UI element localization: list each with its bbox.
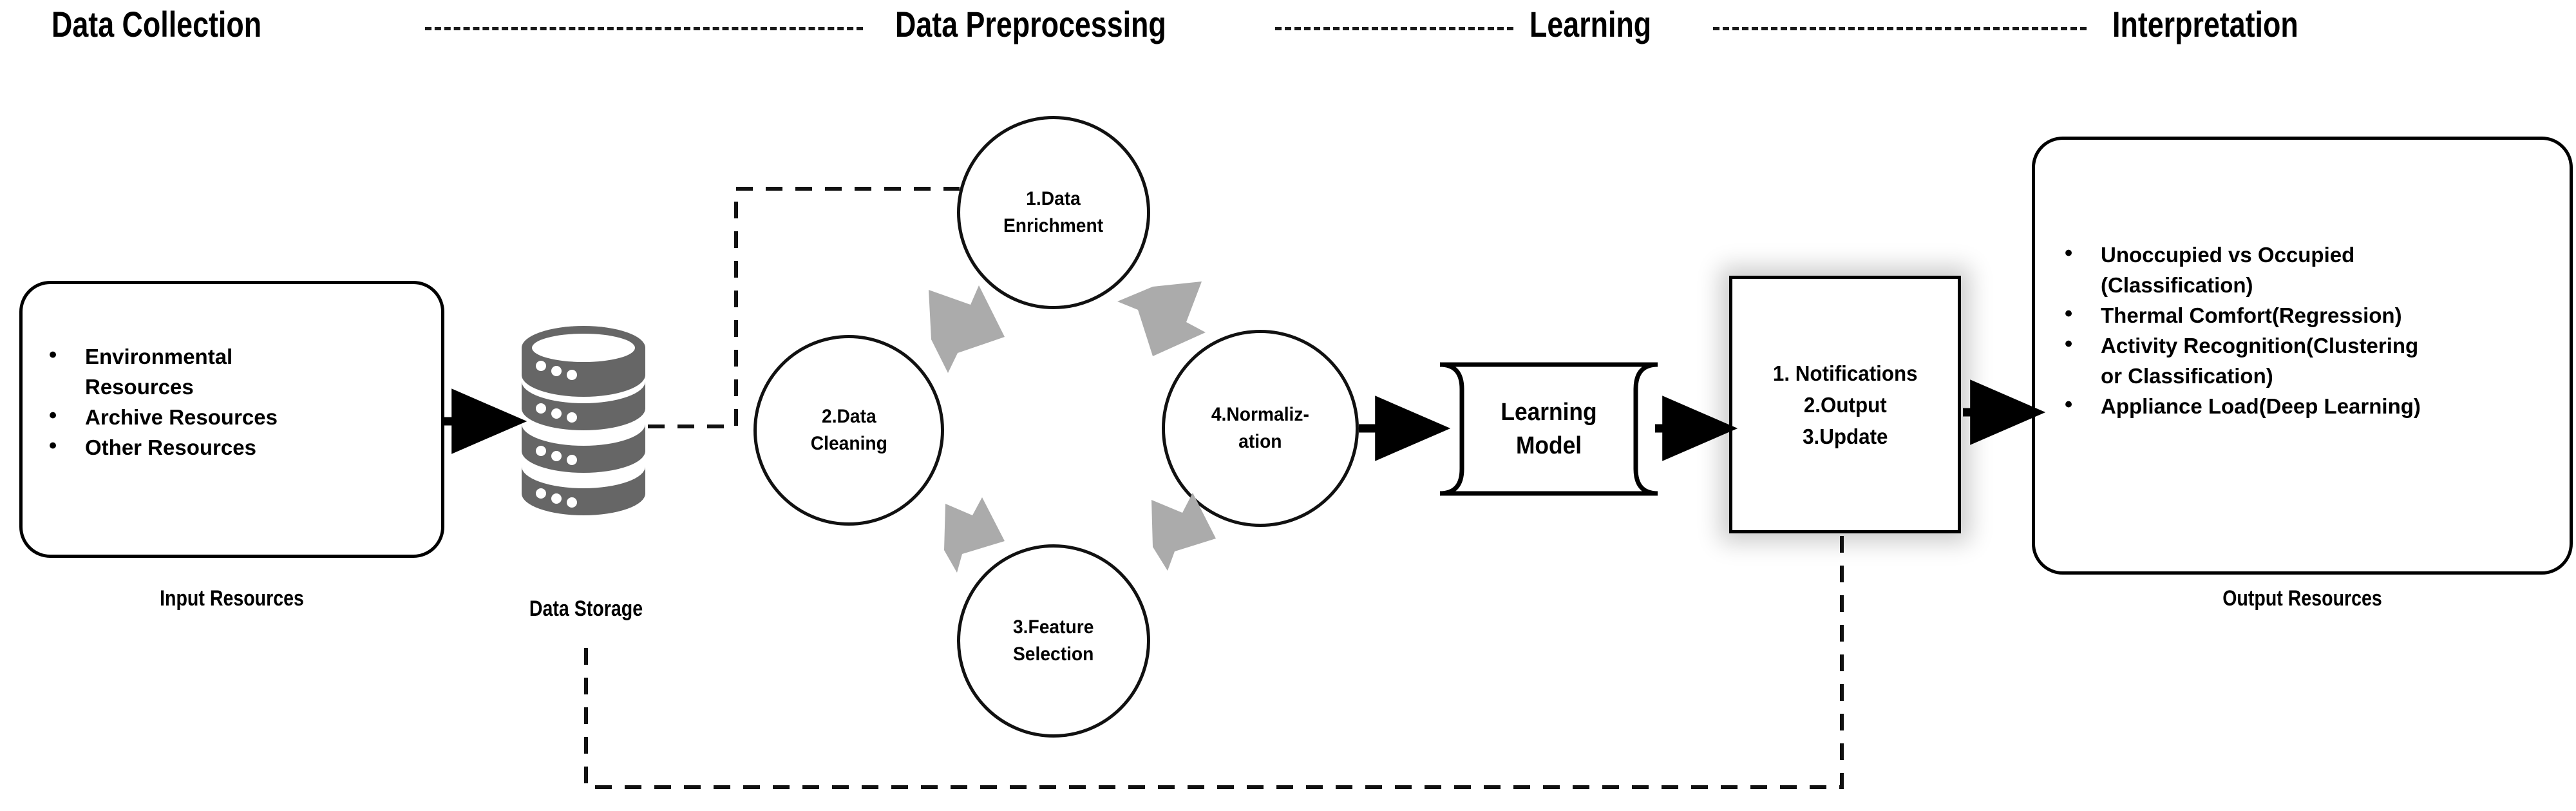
interpretation-output-label: 1. Notifications 2.Output 3.Update: [1772, 361, 1918, 448]
phase-label-interpretation: Interpretation: [2112, 4, 2298, 44]
cycle-arrow-feature-to-cleaning: [944, 497, 1005, 573]
phase-divider-1: [425, 27, 863, 30]
list-item: Activity Recognition(Clustering or Class…: [2061, 329, 2563, 391]
interpretation-output-box: 1. Notifications 2.Output 3.Update: [1729, 276, 1961, 533]
step-circle-data-enrichment: 1.Data Enrichment: [957, 116, 1150, 309]
phase-label-learning: Learning: [1530, 4, 1652, 44]
output-resources-list: Unoccupied vs Occupied (Classification) …: [2061, 238, 2563, 421]
step-circle-feature-selection: 3.Feature Selection: [957, 544, 1150, 738]
phase-label-data-preprocessing: Data Preprocessing: [895, 4, 1166, 44]
list-item: Unoccupied vs Occupied (Classification): [2061, 238, 2563, 300]
step-label: 2.Data Cleaning: [810, 406, 887, 454]
input-resources-list: Environmental Resources Archive Resource…: [45, 340, 425, 463]
step-label: 4.Normaliz- ation: [1211, 404, 1310, 452]
cycle-arrow-enrichment-to-normalization: [1117, 281, 1206, 356]
data-storage-caption: Data Storage: [529, 596, 643, 621]
learning-model-label: Learning Model: [1501, 399, 1597, 459]
dashed-feedback-loop: [584, 536, 1844, 789]
list-item: Other Resources: [45, 431, 425, 463]
cycle-arrow-cleaning-to-enrichment: [929, 285, 1005, 373]
step-label: 3.Feature Selection: [1013, 616, 1094, 665]
list-item: Archive Resources: [45, 401, 425, 432]
list-item: Appliance Load(Deep Learning): [2061, 390, 2563, 421]
phase-divider-2: [1275, 27, 1513, 30]
database-cylinder-icon: [519, 326, 648, 526]
learning-model-shape: Learning Model: [1436, 361, 1662, 497]
output-resources-caption: Output Resources: [2222, 586, 2382, 611]
phase-label-data-collection: Data Collection: [52, 4, 262, 44]
input-resources-caption: Input Resources: [160, 586, 304, 611]
step-circle-normalization: 4.Normaliz- ation: [1162, 330, 1359, 527]
list-item: Thermal Comfort(Regression): [2061, 299, 2563, 330]
step-label: 1.Data Enrichment: [1003, 188, 1104, 236]
list-item: Environmental Resources: [45, 340, 425, 402]
step-circle-data-cleaning: 2.Data Cleaning: [753, 335, 944, 526]
phase-divider-3: [1713, 27, 2087, 30]
